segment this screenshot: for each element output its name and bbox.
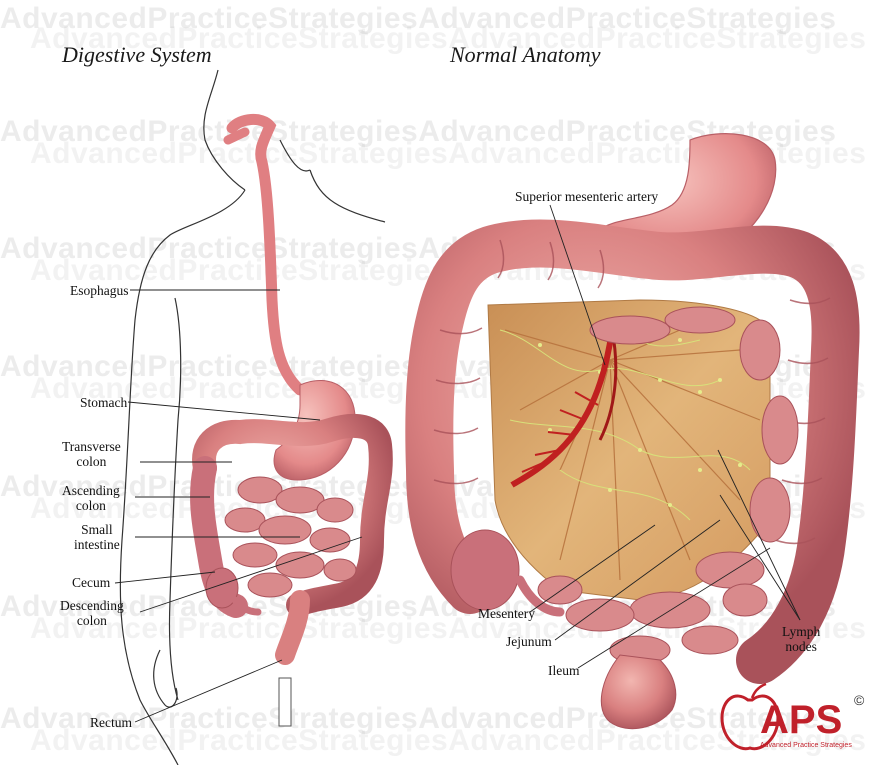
copyright-symbol: © bbox=[854, 692, 864, 708]
label-descending-colon: Descending colon bbox=[60, 598, 124, 628]
label-ascending-colon: Ascending colon bbox=[62, 483, 120, 513]
label-superior-mesenteric-artery: Superior mesenteric artery bbox=[515, 189, 658, 204]
label-small-intestine: Small intestine bbox=[74, 522, 120, 552]
aps-logo-tagline: Advanced Practice Strategies bbox=[760, 742, 852, 749]
left-title: Digestive System bbox=[62, 42, 212, 68]
label-mesentery: Mesentery bbox=[478, 606, 535, 621]
left-gi-tract bbox=[202, 119, 381, 726]
label-rectum: Rectum bbox=[90, 715, 132, 730]
label-stomach: Stomach bbox=[80, 395, 127, 410]
label-jejunum: Jejunum bbox=[506, 634, 552, 649]
label-transverse-colon: Transverse colon bbox=[62, 439, 121, 469]
right-title: Normal Anatomy bbox=[450, 42, 601, 68]
label-esophagus: Esophagus bbox=[70, 283, 129, 298]
aps-logo-text: APS bbox=[760, 700, 842, 740]
label-cecum: Cecum bbox=[72, 575, 110, 590]
label-lymph-nodes: Lymph nodes bbox=[782, 624, 820, 654]
label-ileum: Ileum bbox=[548, 663, 580, 678]
right-anatomy bbox=[429, 134, 835, 729]
